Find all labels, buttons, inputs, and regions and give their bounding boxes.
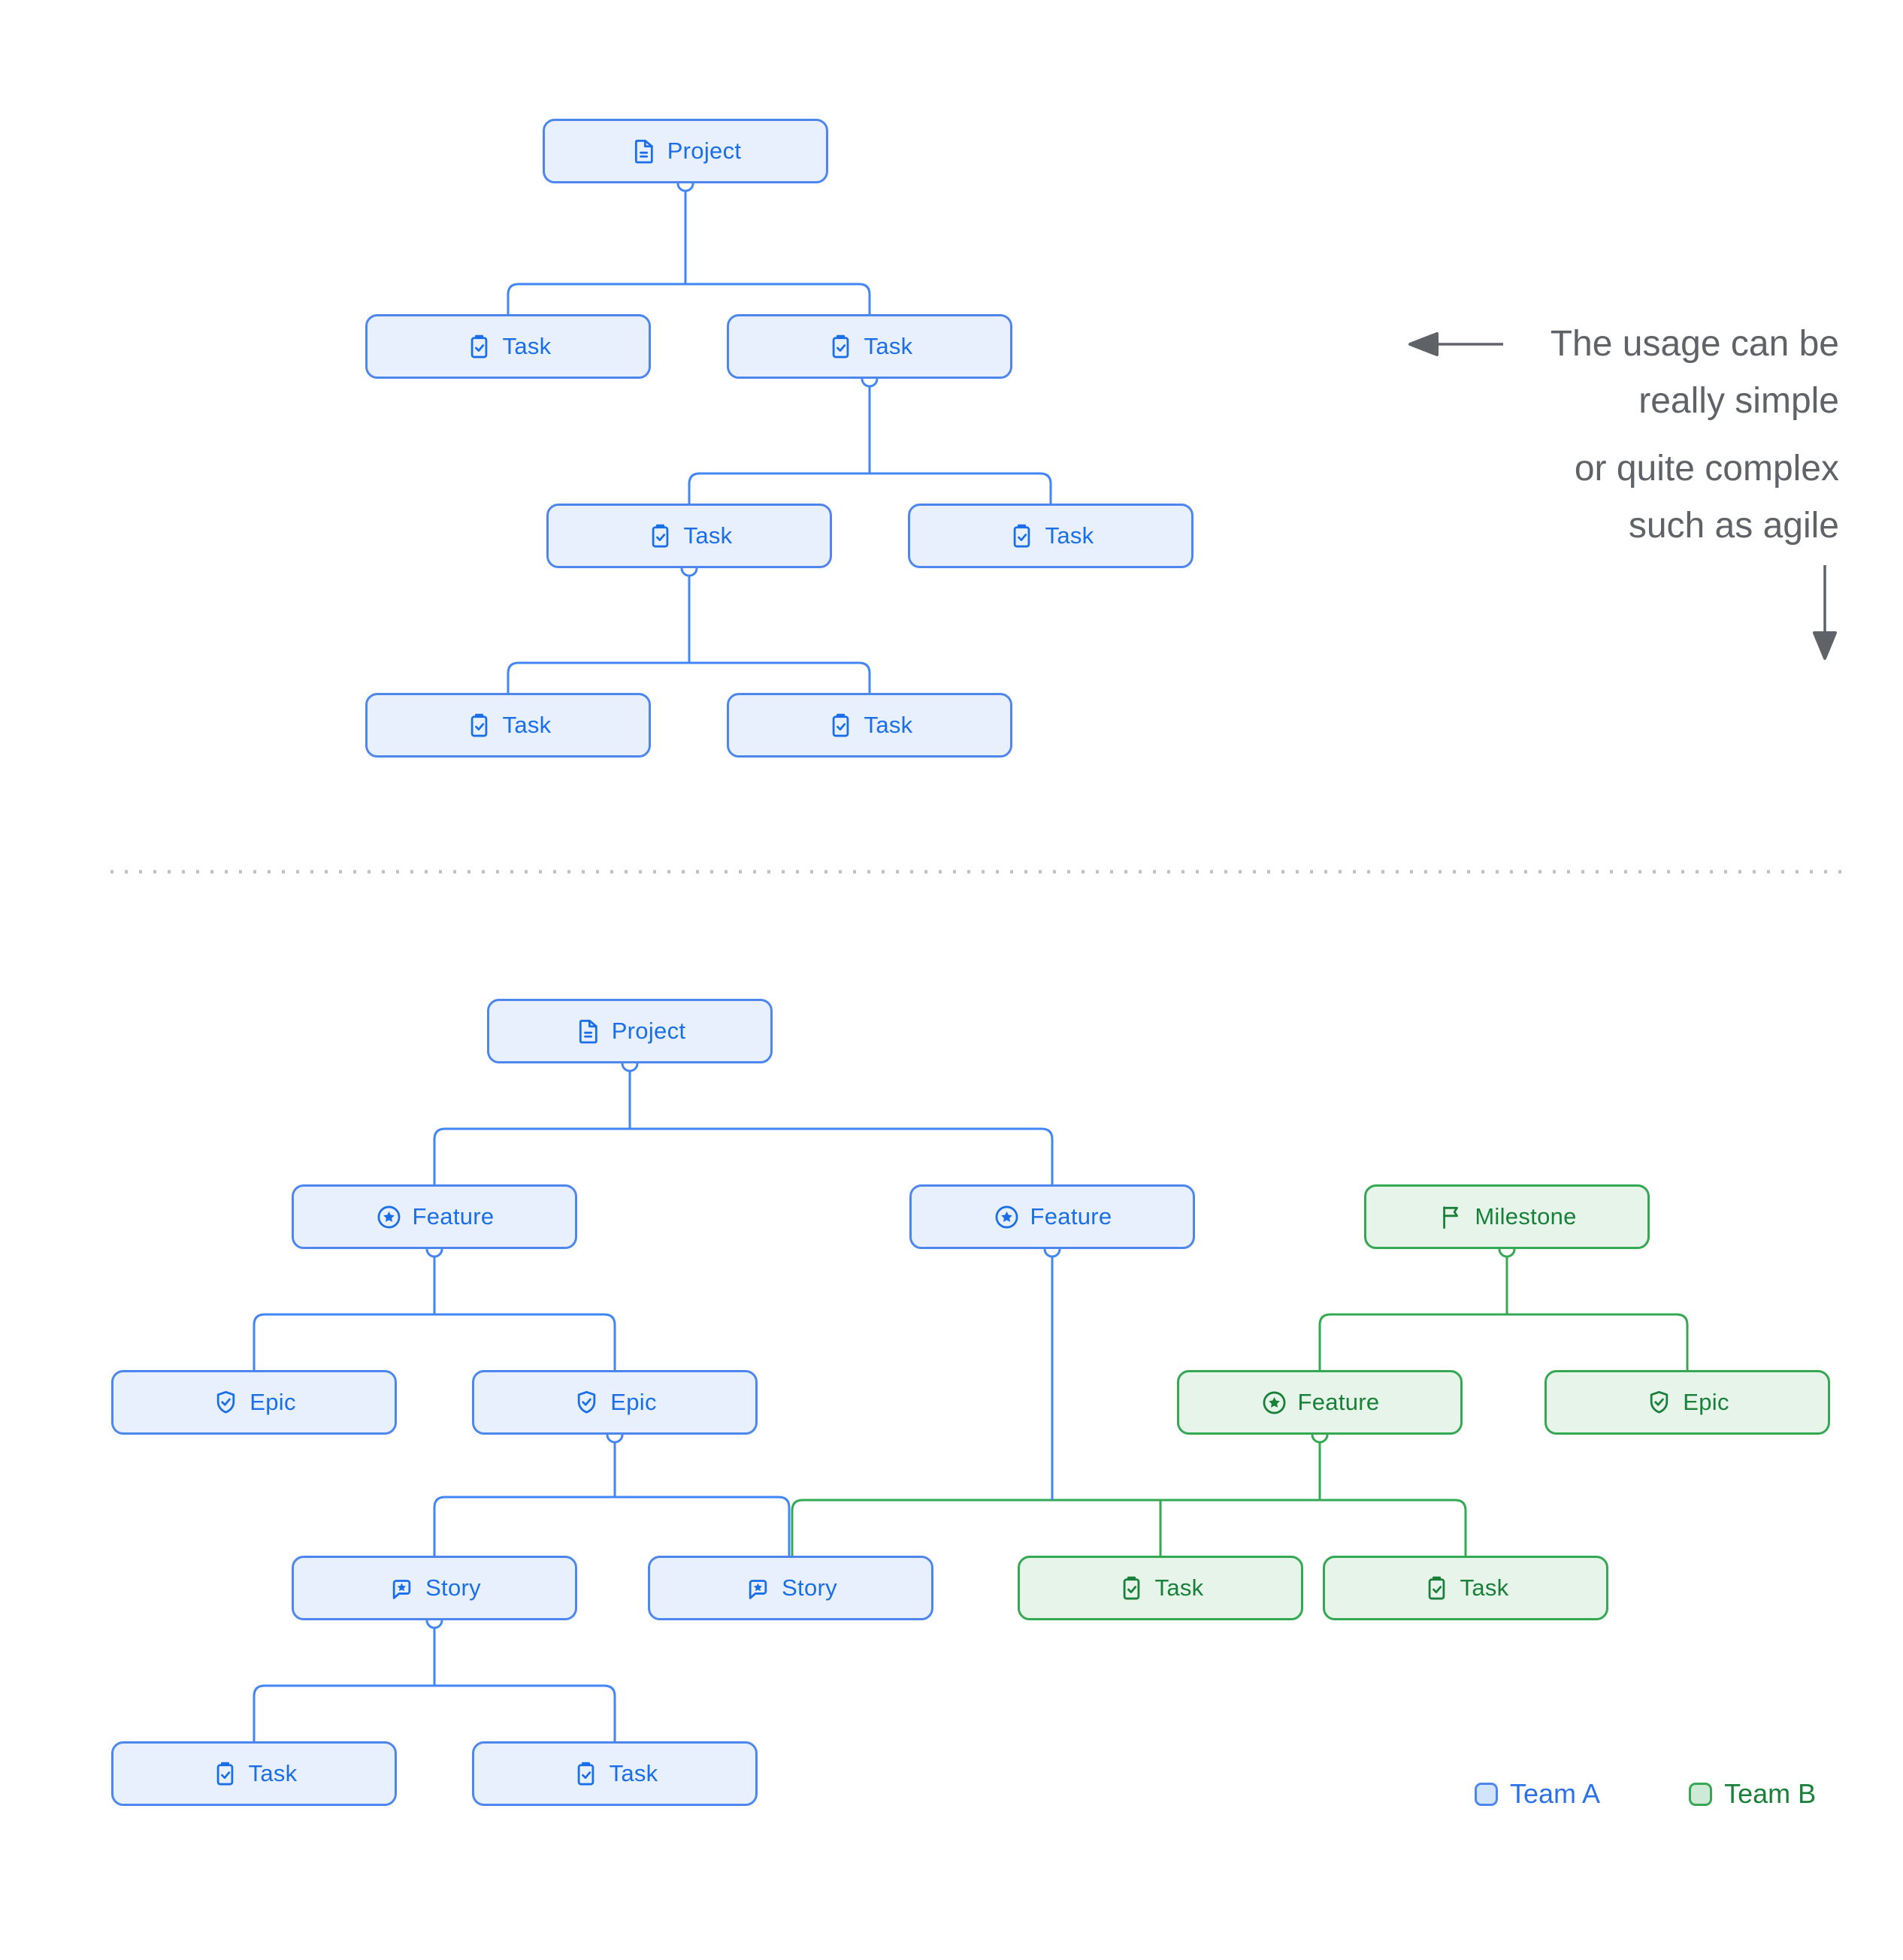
connector-elbow [433, 1496, 791, 1556]
node-label: Task [502, 712, 552, 738]
task-node: Task [546, 504, 832, 568]
task-icon [465, 712, 493, 740]
connector-elbow [433, 1127, 1054, 1184]
legend-item-team-b: Team B [1689, 1778, 1816, 1810]
task-node: Task [727, 314, 1012, 379]
project-node: Project [543, 119, 828, 183]
story-node: Story [648, 1556, 933, 1620]
node-label: Task [1154, 1574, 1204, 1601]
node-label: Story [782, 1574, 837, 1601]
node-label: Epic [610, 1389, 657, 1415]
task-node: Task [365, 314, 651, 379]
annotation-line: such as agile [1628, 506, 1839, 546]
node-label: Task [683, 522, 733, 549]
node-label: Story [425, 1574, 481, 1601]
feature-node: Feature [909, 1184, 1195, 1249]
annotation-simple-text: The usage can be really simple [1551, 316, 1839, 430]
project-node: Project [487, 999, 773, 1063]
feature-icon [375, 1203, 403, 1231]
down-arrow-head-icon [1813, 631, 1837, 660]
annotation-line: or quite complex [1574, 449, 1839, 488]
legend: Team A Team B [1475, 1778, 1816, 1810]
node-label: Task [1045, 522, 1094, 549]
document-icon [574, 1018, 602, 1045]
annotation-line: really simple [1638, 381, 1839, 421]
connector-elbow [253, 1313, 616, 1370]
node-label: Feature [1297, 1389, 1380, 1415]
connector-elbow [791, 1499, 1467, 1556]
story-node: Story [292, 1556, 577, 1620]
node-label: Task [864, 333, 913, 359]
task-icon [827, 712, 855, 740]
epic-icon [212, 1389, 240, 1417]
task-icon [646, 522, 674, 550]
legend-label: Team A [1510, 1778, 1601, 1809]
legend-label: Team B [1724, 1778, 1817, 1809]
milestone-node: Milestone [1364, 1184, 1650, 1249]
task-icon [465, 333, 493, 361]
story-icon [388, 1574, 416, 1602]
task-icon [1008, 522, 1036, 550]
epic-node: Epic [472, 1370, 758, 1435]
task-node: Task [908, 504, 1194, 568]
task-icon [1118, 1574, 1145, 1602]
connector-elbow [253, 1684, 616, 1741]
epic-icon [1645, 1389, 1673, 1417]
connector-elbow [1318, 1313, 1689, 1370]
feature-node: Feature [1177, 1370, 1463, 1435]
legend-item-team-a: Team A [1475, 1778, 1600, 1810]
node-label: Task [1460, 1574, 1509, 1601]
story-icon [744, 1574, 772, 1602]
task-icon [827, 333, 855, 361]
epic-icon [573, 1389, 601, 1417]
node-label: Project [667, 138, 742, 164]
connector-elbow [507, 283, 871, 314]
team-a-swatch-icon [1475, 1782, 1498, 1806]
milestone-icon [1437, 1203, 1465, 1231]
node-label: Milestone [1475, 1203, 1577, 1230]
connector-elbow [507, 661, 871, 693]
task-node: Task [727, 693, 1012, 758]
task-icon [572, 1760, 600, 1788]
task-node: Task [1018, 1556, 1303, 1620]
node-label: Task [609, 1760, 658, 1786]
annotation-line: The usage can be [1550, 324, 1839, 364]
task-node: Task [1323, 1556, 1608, 1620]
node-label: Task [248, 1760, 298, 1786]
task-node: Task [472, 1741, 758, 1806]
annotation-complex-text: or quite complex such as agile [1575, 440, 1839, 555]
task-node: Task [111, 1741, 397, 1806]
node-label: Task [864, 712, 913, 738]
left-arrow-head-icon [1408, 332, 1439, 356]
epic-node: Epic [1544, 1370, 1830, 1435]
feature-icon [993, 1203, 1021, 1231]
node-label: Feature [1030, 1203, 1112, 1230]
node-label: Feature [412, 1203, 495, 1230]
node-label: Task [502, 333, 552, 359]
task-node: Task [365, 693, 651, 758]
document-icon [630, 138, 658, 165]
team-b-swatch-icon [1689, 1782, 1713, 1806]
feature-node: Feature [292, 1184, 577, 1249]
task-icon [211, 1760, 239, 1788]
node-label: Project [611, 1018, 686, 1044]
node-label: Epic [250, 1389, 296, 1415]
task-icon [1423, 1574, 1451, 1602]
feature-icon [1260, 1389, 1288, 1417]
connector-elbow [688, 472, 1052, 504]
node-label: Epic [1683, 1389, 1729, 1415]
epic-node: Epic [111, 1370, 397, 1435]
